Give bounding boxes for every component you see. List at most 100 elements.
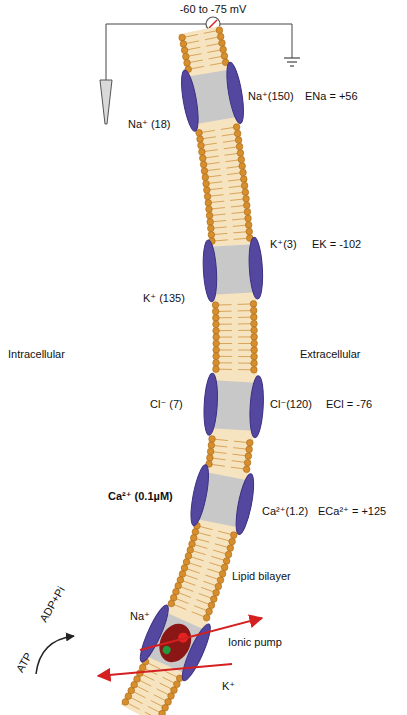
- lipid-head: [246, 446, 253, 453]
- lipid-tail: [219, 349, 232, 350]
- lipid-tail: [224, 147, 237, 149]
- equilibrium-potential: ECl = -76: [326, 398, 372, 411]
- lipid-tail: [238, 303, 251, 304]
- lipid-head: [177, 577, 184, 584]
- lipid-tail: [145, 712, 157, 715]
- lipid-tail: [128, 703, 140, 709]
- lipid-tail: [205, 37, 218, 40]
- lipid-tail: [228, 180, 241, 182]
- lipid-tail: [202, 130, 215, 132]
- lipid-tail: [134, 692, 146, 698]
- lipid-molecules: [122, 27, 257, 715]
- lipid-tail: [231, 467, 244, 469]
- lipid-tail: [213, 214, 226, 215]
- lipid-tail: [204, 143, 217, 145]
- lipid-tail: [195, 545, 207, 549]
- lipid-tail: [219, 317, 232, 318]
- lipid-tail: [208, 175, 221, 177]
- lipid-head: [244, 209, 251, 216]
- calcium-channel: [187, 464, 257, 536]
- lipid-tail: [211, 195, 224, 196]
- lipid-tail: [209, 182, 222, 184]
- lipid-tail: [186, 41, 199, 44]
- lipid-head: [219, 570, 226, 577]
- lipid-head: [243, 466, 250, 473]
- lipid-tail: [197, 539, 210, 542]
- lipid-head: [183, 559, 190, 566]
- lipid-head: [199, 149, 206, 156]
- lipid-tail: [214, 452, 227, 454]
- lipid-tail: [232, 219, 245, 220]
- lipid-head: [251, 353, 258, 360]
- lipid-tail: [187, 569, 199, 573]
- lipid-head: [208, 225, 215, 232]
- lipid-head: [250, 301, 257, 308]
- ground-symbol: [284, 57, 300, 58]
- lipid-tail: [209, 56, 222, 58]
- reaction-label: ADP+Pi: [37, 584, 68, 624]
- lipid-head: [165, 699, 172, 706]
- lipid-tail: [203, 581, 215, 585]
- lipid-tail: [137, 686, 149, 692]
- lipid-head: [184, 60, 191, 67]
- lipid-tail: [222, 134, 235, 136]
- lipid-tail: [232, 212, 245, 213]
- lipid-head: [221, 564, 228, 571]
- lipid-head: [247, 439, 254, 446]
- chloride-channel: [203, 373, 265, 438]
- lipid-bilayer: [140, 30, 235, 715]
- lipid-head: [251, 340, 258, 347]
- lipid-head: [215, 583, 222, 590]
- lipid-head: [205, 200, 212, 207]
- lipid-head: [213, 359, 220, 366]
- lipid-tail: [238, 317, 251, 318]
- lipid-tail: [189, 563, 201, 567]
- lipid-tail: [143, 675, 155, 681]
- lipid-tail: [214, 446, 227, 447]
- lipid-head: [175, 583, 182, 590]
- lipid-tail: [151, 701, 163, 707]
- lipid-tail: [238, 310, 251, 311]
- potassium-channel: [202, 237, 265, 302]
- lipid-tail: [197, 600, 209, 605]
- lipid-head: [213, 334, 220, 341]
- lipid-tail: [221, 127, 234, 129]
- lipid-head: [207, 454, 214, 461]
- lipid-tail: [234, 238, 247, 239]
- lipid-head: [213, 327, 220, 334]
- lipid-head: [208, 231, 215, 238]
- lipid-tail: [238, 323, 251, 324]
- lipid-head: [213, 347, 220, 354]
- lipid-head: [251, 367, 258, 374]
- lipid-tail: [154, 695, 166, 701]
- lipid-tail: [204, 31, 217, 34]
- lipid-tail: [219, 356, 232, 357]
- ion-concentration: K⁺ (135): [143, 292, 185, 305]
- lipid-tail: [193, 551, 205, 555]
- lipid-head: [207, 219, 214, 226]
- ion-concentration: Cl⁻(120): [270, 398, 312, 411]
- lipid-head: [246, 228, 253, 235]
- lipid-head: [243, 202, 250, 209]
- lipid-tail: [219, 304, 232, 305]
- lipid-tail: [229, 186, 242, 188]
- lipid-head: [180, 41, 187, 48]
- meter-needle: [209, 20, 217, 28]
- lipid-tail: [219, 324, 232, 325]
- electrode-pipette: [100, 80, 112, 124]
- lipid-head: [185, 553, 192, 560]
- lipid-tail: [174, 605, 186, 610]
- lipid-head: [217, 33, 224, 40]
- lipid-tail: [131, 698, 143, 704]
- lipid-head: [251, 327, 258, 334]
- lipid-tail: [148, 663, 160, 669]
- lipid-tail: [198, 533, 211, 536]
- lipid-head: [238, 156, 245, 163]
- lipid-head: [122, 699, 129, 706]
- lipid-head: [181, 47, 188, 54]
- lipid-head: [216, 27, 223, 34]
- ion-concentration: Cl⁻ (7): [150, 398, 183, 411]
- lipid-tail: [227, 173, 240, 175]
- lipid-tail: [179, 593, 191, 598]
- lipid-head: [203, 180, 210, 187]
